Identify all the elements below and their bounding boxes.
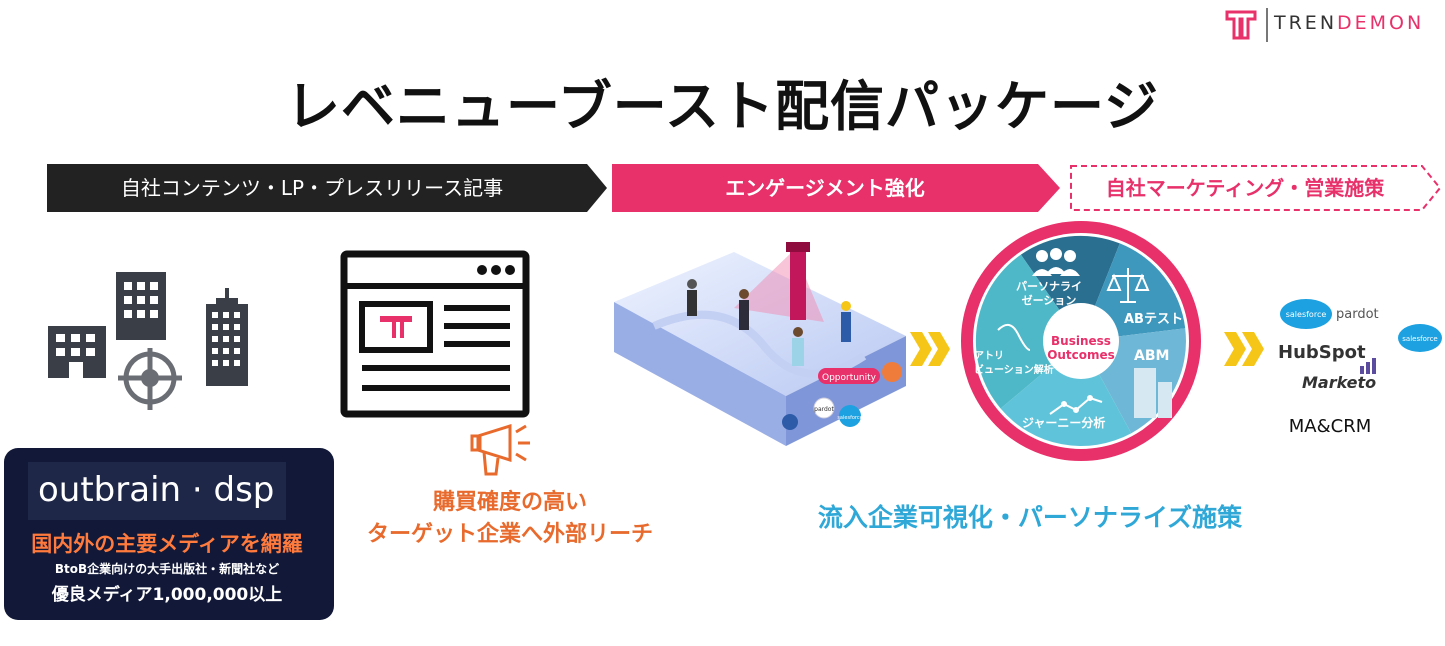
wheel-segment-personalization: パーソナライ ゼーション: [1016, 280, 1082, 307]
engagement-platform-illustration: Opportunity pardot salesforce: [614, 242, 906, 446]
salesforce-logo-2: salesforce: [1402, 335, 1437, 343]
business-outcomes-wheel: Business Outcomes: [961, 221, 1201, 461]
trendemon-logo-icon: [1225, 10, 1257, 40]
megaphone-icon: [470, 423, 530, 476]
flow-step-engagement-label: エンゲージメント強化: [725, 176, 925, 200]
wheel-segment-ab-test: ABテスト: [1124, 312, 1183, 327]
outbrain-logo: outbrain · dsp: [38, 470, 275, 510]
brand-wordmark: TRENDEMON: [1274, 12, 1425, 34]
pardot-logo: pardot: [1336, 307, 1379, 322]
wheel-segment-abm: ABM: [1134, 348, 1170, 364]
flow-step-marketing-label: 自社マーケティング・営業施策: [1105, 176, 1385, 200]
wheel-center-line1: Business: [1051, 334, 1111, 348]
target-companies-icon: [48, 272, 248, 410]
flow-step-content: 自社コンテンツ・LP・プレスリリース記事: [47, 164, 607, 212]
targeting-caption-line2: ターゲット企業へ外部リーチ: [366, 522, 653, 547]
flow-step-engagement: エンゲージメント強化: [612, 164, 1060, 212]
outbrain-media-count: 優良メディア1,000,000以上: [51, 585, 283, 605]
flow-step-content-label: 自社コンテンツ・LP・プレスリリース記事: [120, 176, 504, 200]
ma-crm-caption: MA&CRM: [1288, 416, 1372, 437]
wheel-segment-attribution: アトリ ビューション解析: [974, 351, 1054, 376]
wheel-segment-journey: ジャーニー分析: [1022, 416, 1106, 430]
wheel-center-line2: Outcomes: [1047, 348, 1115, 362]
outbrain-media-coverage: 国内外の主要メディアを網羅: [31, 532, 303, 556]
marketo-logo: Marketo: [1302, 373, 1376, 392]
hubspot-logo: HubSpot: [1278, 342, 1366, 363]
salesforce-logo-1: salesforce: [1286, 310, 1327, 319]
flow-chevron-icon: [910, 332, 950, 366]
landing-page-browser-icon: [340, 250, 530, 418]
outbrain-publishers: BtoB企業向けの大手出版社・新聞社など: [54, 562, 280, 576]
opportunity-badge-label: Opportunity: [822, 373, 877, 383]
page-title: レベニューブースト配信パッケージ: [286, 75, 1159, 138]
flow-step-marketing: 自社マーケティング・営業施策: [1070, 164, 1442, 212]
logo-divider: [1266, 8, 1268, 42]
visualization-caption: 流入企業可視化・パーソナライズ施策: [817, 503, 1243, 532]
targeting-caption-line1: 購買確度の高い: [432, 490, 587, 515]
outbrain-logo-box: [28, 462, 286, 520]
flow-chevron-icon-2: [1224, 332, 1264, 366]
salesforce-chip-label: salesforce: [837, 415, 862, 421]
pardot-chip-label: pardot: [814, 406, 834, 413]
ma-crm-tool-logos: salesforce pardot salesforce HubSpot Mar…: [1278, 299, 1442, 392]
